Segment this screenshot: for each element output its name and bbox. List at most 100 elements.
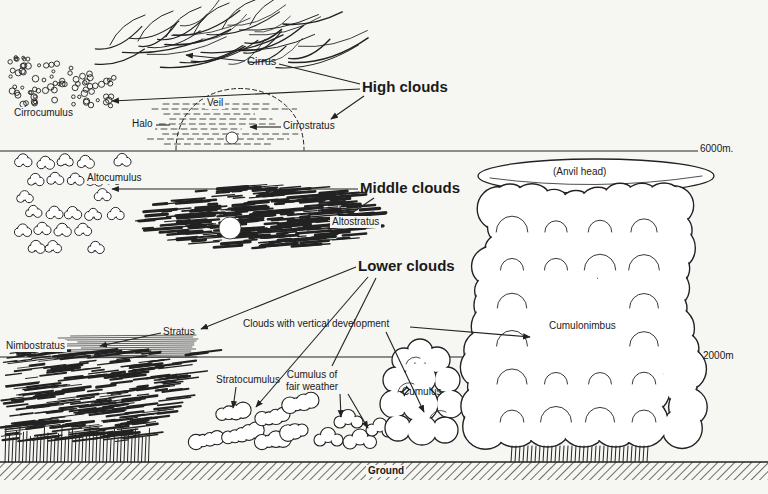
cloud-outline-group <box>88 241 104 253</box>
nimbostratus-stroke <box>123 403 134 404</box>
cloud-outline-group <box>46 206 63 219</box>
altostratus-stroke <box>193 240 206 241</box>
altostratus-stroke <box>196 206 220 208</box>
cumulonimbus-texture <box>627 446 628 462</box>
cumulonimbus-texture <box>647 446 648 462</box>
cumulonimbus-texture <box>619 446 620 462</box>
cloud-outline-group <box>380 339 464 445</box>
cloud-fill-group <box>55 224 71 235</box>
nimbostratus-cloud <box>1 335 222 462</box>
cloud-fill-group <box>315 428 342 445</box>
nimbostratus-stroke <box>102 419 115 421</box>
nimbostratus-stroke <box>110 405 123 407</box>
cirrocumulus-dot <box>38 64 41 67</box>
altostratus-stroke <box>320 191 347 193</box>
nimbostratus-stroke <box>175 371 207 375</box>
nimbostratus-stroke <box>37 435 38 462</box>
cirrus-stroke <box>202 14 247 39</box>
cloud-outline-group <box>107 207 124 219</box>
cumulonimbus-texture <box>540 406 571 422</box>
cumulonimbus-texture <box>589 373 612 384</box>
altostratus-stroke <box>343 234 366 236</box>
cloud-name: Cumulus of fair weather <box>280 369 344 392</box>
leader-arrow <box>386 332 424 412</box>
altostratus-stroke <box>214 245 242 247</box>
cirrus-stroke <box>173 18 250 35</box>
cirrus-stroke <box>228 5 286 26</box>
cloud-fill <box>56 177 63 184</box>
leader-arrow <box>112 188 358 189</box>
nimbostratus-stroke <box>75 433 76 462</box>
nimbostratus-stroke <box>80 407 113 411</box>
sun-disc <box>219 217 241 239</box>
altostratus-stroke <box>324 207 358 210</box>
cloud-fill-group <box>29 241 44 252</box>
cirrus-stroke <box>289 39 330 59</box>
nimbostratus-stroke <box>53 425 81 428</box>
nimbostratus-stroke <box>135 429 136 462</box>
cirrocumulus-dot <box>83 87 88 92</box>
nimbostratus-stroke <box>159 397 191 401</box>
cirrocumulus-dot <box>96 99 99 102</box>
cumulonimbus-texture <box>587 446 588 462</box>
cirrocumulus-dot <box>88 102 94 108</box>
nimbostratus-stroke <box>68 430 69 462</box>
nimbostratus-stroke <box>106 374 140 378</box>
cumulonimbus-texture <box>515 446 516 462</box>
altostratus-stroke <box>250 237 265 238</box>
nimbostratus-stroke <box>38 404 64 407</box>
nimbostratus-stroke <box>60 401 80 403</box>
altostratus-stroke <box>186 232 219 235</box>
cirrocumulus-dot <box>31 99 37 105</box>
cirrocumulus-dot <box>89 89 95 95</box>
nimbostratus-stroke <box>80 403 116 407</box>
nimbostratus-stroke <box>33 425 46 427</box>
nimbostratus-stroke <box>33 358 55 361</box>
cloud-outline-group <box>67 173 84 185</box>
altostratus-stroke <box>278 239 291 240</box>
nimbostratus-stroke <box>110 440 111 462</box>
cloud-fill-group <box>78 156 93 167</box>
altostratus-stroke <box>275 202 283 206</box>
cloud-fill-group <box>381 340 463 444</box>
cirrostratus-stroke <box>170 119 272 120</box>
nimbostratus-stroke <box>159 365 192 369</box>
nimbostratus-stroke <box>78 341 196 342</box>
cloud-fill-group <box>76 224 91 235</box>
cloud-fill-group <box>26 206 41 216</box>
nimbostratus-stroke <box>34 422 49 424</box>
cloud-fill <box>54 245 61 252</box>
altostratus-stroke <box>209 202 217 206</box>
altostratus-stroke <box>279 235 298 236</box>
cirrus-stroke <box>222 0 257 29</box>
nimbostratus-stroke <box>91 401 110 403</box>
nimbostratus-stroke <box>1 434 21 436</box>
nimbostratus-stroke <box>107 434 108 462</box>
nimbostratus-stroke <box>86 434 87 462</box>
cloud-fill <box>95 213 101 219</box>
nimbostratus-stroke <box>19 426 20 462</box>
nimbostratus-stroke <box>79 436 80 462</box>
nimbostratus-stroke <box>51 439 52 462</box>
cloud-outline-group <box>77 155 94 168</box>
cloud-fill-group <box>283 393 318 412</box>
altostratus-stroke <box>295 239 305 241</box>
altostratus-stroke <box>315 234 337 236</box>
cirrus-cloud <box>95 0 368 68</box>
cloud-fill-group <box>18 192 33 202</box>
nimbostratus-stroke <box>149 429 150 462</box>
cloud-fill-group <box>86 209 101 219</box>
cloud-outline-group <box>460 183 707 449</box>
cumulonimbus-texture <box>571 446 572 462</box>
nimbostratus-stroke <box>93 431 94 462</box>
cloud-fill-group <box>47 207 62 218</box>
leader-arrow <box>256 277 368 407</box>
nimbostratus-stroke <box>12 421 35 424</box>
cloud-fill <box>386 416 410 440</box>
cirrocumulus-dot <box>78 95 81 98</box>
cirrocumulus-dot <box>8 60 12 64</box>
cirrocumulus-dot <box>13 85 17 89</box>
altostratus-stroke <box>233 204 254 206</box>
cumulonimbus-texture <box>579 446 580 462</box>
